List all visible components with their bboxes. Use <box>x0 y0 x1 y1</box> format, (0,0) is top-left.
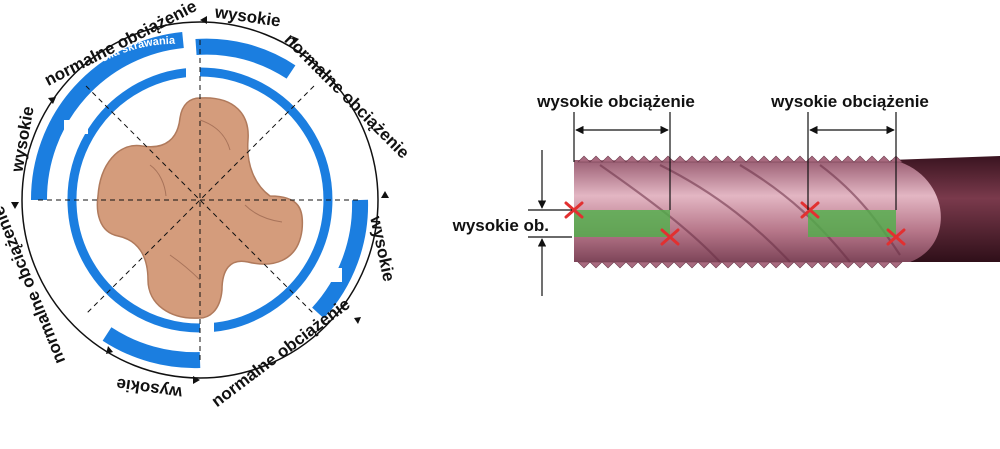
ring-label-bottom-left: wysokie <box>115 374 184 402</box>
thread-tooth-top <box>733 155 747 163</box>
thread-tooth-bottom <box>709 261 723 269</box>
thread-tooth-top <box>865 155 879 163</box>
marker-1 <box>564 201 584 219</box>
thread-tooth-top <box>721 155 735 163</box>
thread-tooth-bottom <box>841 261 855 269</box>
marker-3 <box>800 201 820 219</box>
force-band-outer-sw <box>102 327 201 369</box>
dimension-lines <box>528 112 897 296</box>
thread-tooth-bottom <box>793 261 807 269</box>
force-band-outer-se <box>312 199 369 319</box>
thread-tooth-bottom <box>685 261 699 269</box>
thread-tooth-top <box>601 155 615 163</box>
thread-tooth-top <box>769 155 783 163</box>
ring-arrow-ticks <box>11 16 389 384</box>
thread-tooth-bottom <box>853 261 867 269</box>
thread-tooth-bottom <box>589 261 603 269</box>
tap-threads <box>577 155 903 269</box>
marker-4 <box>886 228 906 246</box>
force-band-outer-nw <box>30 32 184 201</box>
thread-tooth-bottom <box>733 261 747 269</box>
cross-section-diagram: siła skrawania wysokie normalne obc <box>0 0 413 411</box>
section-axes <box>38 40 362 360</box>
tap-diagram: wysokie obciążenie wysokie obciążenie wy… <box>452 92 1000 296</box>
thread-tooth-bottom <box>829 261 843 269</box>
force-band-outer-ne <box>195 38 296 79</box>
thread-tooth-top <box>649 155 663 163</box>
thread-tooth-bottom <box>601 261 615 269</box>
outer-ring <box>21 21 379 379</box>
label-high-load-left: wysokie obciążenie <box>536 92 695 111</box>
thread-tooth-top <box>661 155 675 163</box>
thread-tooth-bottom <box>865 261 879 269</box>
thread-tooth-top <box>829 155 843 163</box>
ring-label-top-right: normalne obciążenie <box>281 30 413 162</box>
thread-tooth-top <box>805 155 819 163</box>
thread-tooth-bottom <box>625 261 639 269</box>
thread-tooth-top <box>817 155 831 163</box>
thread-tooth-top <box>673 155 687 163</box>
high-load-zone-right <box>808 210 896 237</box>
thread-tooth-bottom <box>637 261 651 269</box>
thread-tooth-bottom <box>661 261 675 269</box>
thread-tooth-bottom <box>613 261 627 269</box>
thread-tooth-bottom <box>769 261 783 269</box>
thread-tooth-top <box>577 155 591 163</box>
thread-tooth-bottom <box>577 261 591 269</box>
thread-tooth-bottom <box>757 261 771 269</box>
thread-tooth-top <box>757 155 771 163</box>
thread-tooth-bottom <box>745 261 759 269</box>
thread-tooth-bottom <box>817 261 831 269</box>
thread-tooth-top <box>613 155 627 163</box>
high-load-zone-left <box>574 210 670 237</box>
thread-tooth-bottom <box>877 261 891 269</box>
ring-gaps <box>64 58 342 342</box>
thread-tooth-top <box>841 155 855 163</box>
thread-tooth-bottom <box>805 261 819 269</box>
thread-tooth-top <box>637 155 651 163</box>
ring-label-bottom-right: normalne obciążenie <box>208 294 354 410</box>
load-markers <box>564 201 906 246</box>
thread-tooth-top <box>685 155 699 163</box>
thread-tooth-top <box>877 155 891 163</box>
thread-tooth-bottom <box>697 261 711 269</box>
thread-tooth-top <box>781 155 795 163</box>
ring-label-left-lower: normalne obciążenie <box>0 204 69 367</box>
thread-tooth-top <box>625 155 639 163</box>
thread-tooth-bottom <box>673 261 687 269</box>
core-facets <box>149 119 283 281</box>
thread-tooth-top <box>589 155 603 163</box>
thread-tooth-top <box>793 155 807 163</box>
thread-tooth-bottom <box>649 261 663 269</box>
tap-shank <box>890 156 1000 262</box>
ring-label-top: wysokie <box>213 2 282 30</box>
thread-tooth-top <box>853 155 867 163</box>
thread-tooth-top <box>697 155 711 163</box>
thread-tooth-top <box>745 155 759 163</box>
thread-tooth-bottom <box>721 261 735 269</box>
thread-tooth-top <box>709 155 723 163</box>
marker-2 <box>660 228 680 246</box>
thread-tooth-bottom <box>889 261 903 269</box>
label-high-load-right: wysokie obciążenie <box>770 92 929 111</box>
label-high-load-side: wysokie ob. <box>452 216 549 235</box>
thread-tooth-bottom <box>781 261 795 269</box>
tool-core <box>96 97 304 319</box>
